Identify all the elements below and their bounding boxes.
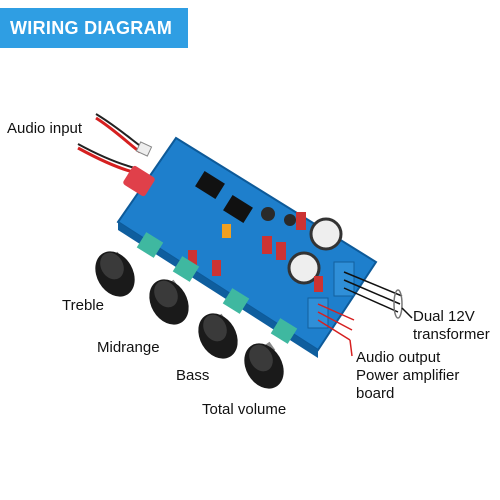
knob-treble	[95, 251, 135, 297]
audio-output-wires	[317, 303, 355, 357]
label-bass: Bass	[176, 367, 210, 384]
knob-bass	[198, 313, 238, 359]
label-power-amp-line1: Power amplifier	[356, 367, 460, 384]
pcb-board	[116, 136, 378, 358]
label-total-volume: Total volume	[202, 401, 287, 418]
audio-input-wires	[77, 113, 153, 174]
knob-midrange	[149, 279, 189, 325]
transformer-wires	[343, 271, 413, 319]
knob-total-volume	[244, 341, 284, 389]
label-midrange: Midrange	[97, 339, 160, 356]
label-audio-output: Audio output	[356, 349, 441, 366]
label-audio-input: Audio input	[7, 120, 83, 137]
label-transformer-line1: Dual 12V	[413, 308, 475, 325]
banner-title: WIRING DIAGRAM	[10, 18, 173, 38]
label-treble: Treble	[62, 297, 104, 314]
title-banner: WIRING DIAGRAM	[0, 8, 188, 48]
label-power-amp-line2: board	[356, 385, 395, 402]
label-transformer-line2: transformer	[413, 326, 490, 343]
